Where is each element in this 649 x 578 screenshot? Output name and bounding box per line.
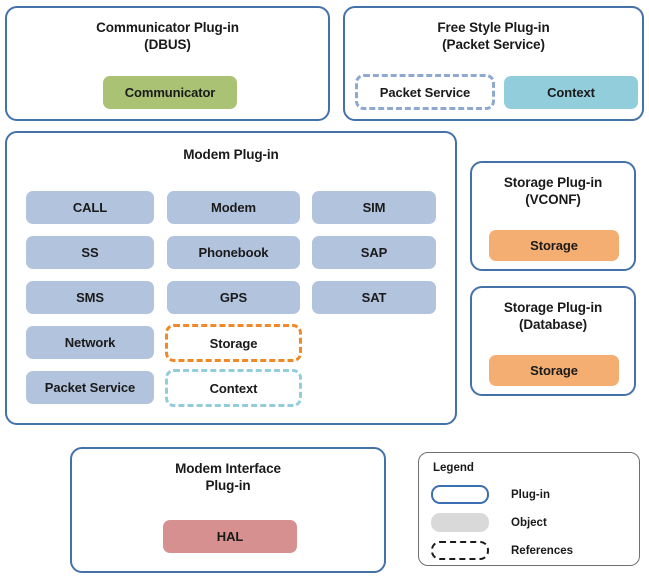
communicator-plugin-title-line2: (DBUS): [144, 36, 191, 52]
object-modem[interactable]: Modem: [167, 191, 300, 224]
modem-plugin-box[interactable]: Modem Plug-in CALL SS SMS Network Packet…: [5, 131, 457, 425]
communicator-plugin-box[interactable]: Communicator Plug-in (DBUS) Communicator: [5, 6, 330, 121]
legend-object-swatch-icon: [431, 513, 489, 532]
object-phonebook[interactable]: Phonebook: [167, 236, 300, 269]
reference-packet-service[interactable]: Packet Service: [355, 74, 495, 110]
legend-row-references: References: [431, 541, 641, 560]
storage-plugin-database-title-line2: (Database): [518, 316, 588, 332]
object-sap[interactable]: SAP: [312, 236, 436, 269]
free-style-plugin-title: Free Style Plug-in (Packet Service): [345, 20, 642, 54]
storage-plugin-vconf-title: Storage Plug-in (VCONF): [472, 175, 634, 209]
object-gps[interactable]: GPS: [167, 281, 300, 314]
modem-interface-plugin-title-line2: Plug-in: [205, 477, 251, 493]
storage-plugin-vconf-title-line2: (VCONF): [525, 191, 581, 207]
legend-row-object: Object: [431, 513, 641, 532]
legend-box: Legend Plug-in Object References: [418, 452, 640, 566]
object-call[interactable]: CALL: [26, 191, 154, 224]
modem-plugin-title: Modem Plug-in: [7, 147, 455, 164]
legend-title: Legend: [433, 462, 474, 474]
free-style-plugin-title-line2: (Packet Service): [442, 36, 545, 52]
legend-object-label: Object: [511, 516, 547, 529]
communicator-plugin-title: Communicator Plug-in (DBUS): [7, 20, 328, 54]
object-packet-service[interactable]: Packet Service: [26, 371, 154, 404]
object-storage-vconf[interactable]: Storage: [489, 230, 619, 261]
object-sms[interactable]: SMS: [26, 281, 154, 314]
modem-interface-plugin-title: Modem Interface Plug-in: [72, 461, 384, 495]
legend-row-plugin: Plug-in: [431, 485, 641, 504]
modem-plugin-title-line1: Modem Plug-in: [183, 147, 279, 162]
legend-references-label: References: [511, 544, 574, 557]
object-context[interactable]: Context: [504, 76, 638, 109]
storage-plugin-database-title: Storage Plug-in (Database): [472, 300, 634, 334]
object-sat[interactable]: SAT: [312, 281, 436, 314]
storage-plugin-database-box[interactable]: Storage Plug-in (Database) Storage: [470, 286, 636, 396]
object-ss[interactable]: SS: [26, 236, 154, 269]
object-network[interactable]: Network: [26, 326, 154, 359]
object-sim[interactable]: SIM: [312, 191, 436, 224]
reference-context[interactable]: Context: [165, 369, 302, 407]
legend-plugin-swatch-icon: [431, 485, 489, 504]
free-style-plugin-box[interactable]: Free Style Plug-in (Packet Service) Pack…: [343, 6, 644, 121]
legend-plugin-label: Plug-in: [511, 488, 550, 501]
modem-interface-plugin-title-line1: Modem Interface: [175, 461, 281, 476]
storage-plugin-vconf-title-line1: Storage Plug-in: [503, 175, 603, 190]
communicator-plugin-title-line1: Communicator Plug-in: [96, 20, 239, 35]
storage-plugin-database-title-line1: Storage Plug-in: [503, 300, 603, 315]
modem-interface-plugin-box[interactable]: Modem Interface Plug-in HAL: [70, 447, 386, 573]
object-hal[interactable]: HAL: [163, 520, 297, 553]
object-storage-database[interactable]: Storage: [489, 355, 619, 386]
storage-plugin-vconf-box[interactable]: Storage Plug-in (VCONF) Storage: [470, 161, 636, 271]
free-style-plugin-title-line1: Free Style Plug-in: [437, 20, 550, 35]
object-communicator[interactable]: Communicator: [103, 76, 237, 109]
reference-storage[interactable]: Storage: [165, 324, 302, 362]
legend-references-swatch-icon: [431, 541, 489, 560]
